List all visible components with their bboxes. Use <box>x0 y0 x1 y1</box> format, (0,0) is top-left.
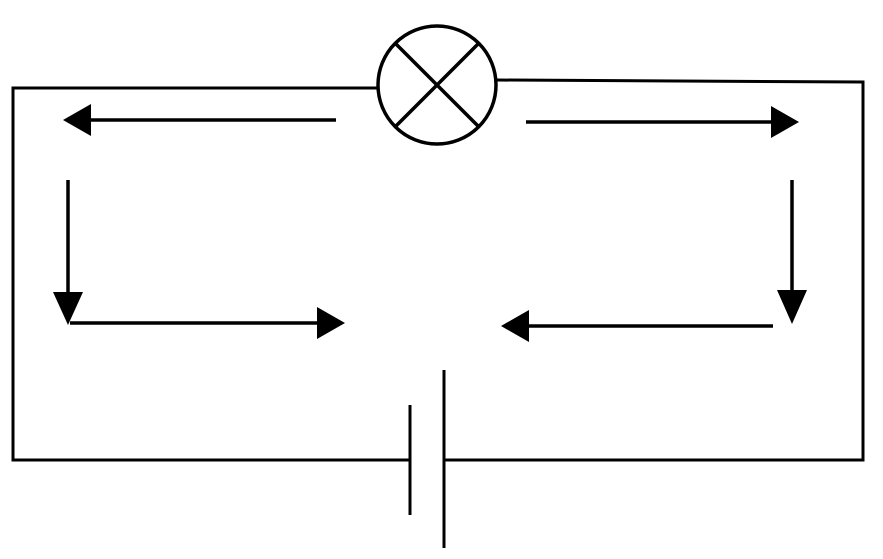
wire-top-right <box>442 78 865 462</box>
arrow-lower-left-head <box>317 307 345 339</box>
arrow-left-side-head <box>53 292 83 325</box>
arrow-lower-right-head <box>501 310 529 342</box>
arrow-top-right-head <box>771 106 799 138</box>
cell <box>408 370 446 548</box>
arrow-right-side-head <box>777 290 807 324</box>
wire-top-left <box>11 86 412 462</box>
current-arrows <box>53 104 807 342</box>
lamp <box>376 24 498 146</box>
lamp-cross-line-2 <box>394 42 480 128</box>
arrow-top-left-head <box>63 104 91 136</box>
circuit-wires <box>11 78 865 462</box>
